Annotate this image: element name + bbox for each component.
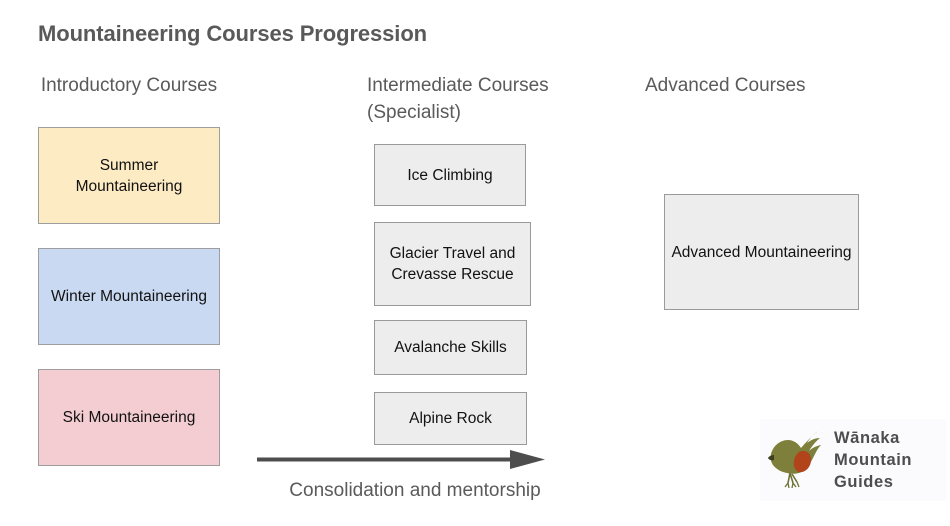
node-summer-mountaineering-label: Summer Mountaineering [75,156,183,195]
node-ice-climbing[interactable]: Ice Climbing [374,144,526,206]
page-title: Mountaineering Courses Progression [38,21,428,46]
node-ski-mountaineering-label: Ski Mountaineering [62,409,196,426]
brand-logo: Wānaka Mountain Guides [760,419,946,501]
progression-arrow [255,445,550,475]
node-winter-mountaineering-label: Winter Mountaineering [51,288,207,305]
node-alpine-rock-label: Alpine Rock [409,410,492,427]
node-advanced-mountaineering[interactable]: Advanced Mountaineering [664,194,859,310]
node-winter-mountaineering[interactable]: Winter Mountaineering [38,248,220,345]
node-summer-mountaineering[interactable]: Summer Mountaineering [38,127,220,224]
node-glacier-travel-and-crevasse-rescue[interactable]: Glacier Travel and Crevasse Rescue [374,222,531,306]
right-arrow-icon [257,450,545,469]
node-advanced-mountaineering-label: Advanced Mountaineering [671,243,852,261]
bird-logo-icon [768,431,821,489]
column-header-intermediate-line2: (Specialist) [367,102,461,123]
column-header-advanced-label: Advanced Courses [645,75,806,96]
column-header-introductory-label: Introductory Courses [40,75,218,96]
column-header-advanced: Advanced Courses [645,72,877,99]
node-ice-climbing-label: Ice Climbing [407,166,493,184]
brand-logo-line1: Wānaka [834,429,900,447]
node-avalanche-skills[interactable]: Avalanche Skills [374,320,527,375]
node-avalanche-skills-label: Avalanche Skills [394,339,507,356]
brand-logo-line2: Mountain [834,451,913,469]
progression-arrow-caption: Consolidation and mentorship [289,480,541,501]
brand-logo-line3: Guides [834,473,894,491]
node-glacier-travel-and-crevasse-rescue-label: Glacier Travel and Crevasse Rescue [389,245,516,283]
node-alpine-rock[interactable]: Alpine Rock [374,392,527,445]
node-ski-mountaineering[interactable]: Ski Mountaineering [38,369,220,466]
brand-logo-text: Wānaka Mountain Guides [834,427,912,493]
column-header-intermediate: Intermediate Courses (Specialist) [367,72,617,126]
column-header-introductory: Introductory Courses [38,72,220,99]
column-header-intermediate-line1: Intermediate Courses [367,75,549,96]
